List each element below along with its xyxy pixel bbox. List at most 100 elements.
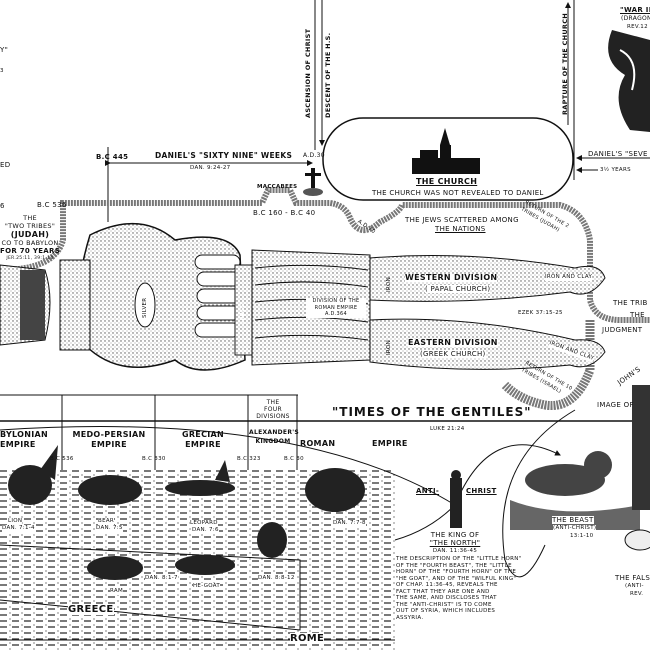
empire-line: BYLONIAN <box>0 430 49 439</box>
nations-label: THE NATIONS <box>435 225 486 233</box>
the-label: THE <box>630 311 645 319</box>
ram-ref: DAN. 8:1-7 <box>145 575 178 582</box>
left-fragment: 6 <box>0 202 5 210</box>
fourth-beast <box>305 468 365 512</box>
leopard-ref: DAN. 7:6 <box>192 527 219 534</box>
three-half-years-label: 3½ YEARS <box>600 167 631 173</box>
alexanders-kingdom-label: ALEXANDER'S KINGDOM <box>249 428 300 446</box>
rev-ref: REV.12 <box>627 24 648 30</box>
western-division-label: WESTERN DIVISION <box>405 273 498 282</box>
sixty-nine-weeks-label: DANIEL'S "SIXTY NINE" WEEKS <box>155 151 293 160</box>
description-line: OF CHAP. 11:36-45, REVEALS THE <box>396 582 498 588</box>
judah-captivity-note: THE "TWO TRIBES" (JUDAH) CO TO BABYLON F… <box>0 214 60 263</box>
fourth-beast-ref: DAN. 7:7-8 <box>333 520 366 527</box>
rapture-label: RAPTURE OF THE CHURCH <box>561 12 569 115</box>
dragon-label: (DRAGON <box>621 15 650 22</box>
ezek-ref: EZEK 37:15-25 <box>518 310 563 316</box>
seventieth-week-label: DANIEL'S "SEVE <box>588 150 648 158</box>
rome-label: ROME <box>290 633 325 644</box>
judah-line: CO TO BABYLON <box>1 239 59 247</box>
description-line: "HE GOAT", AND OF THE "WILFUL KING" <box>396 575 517 582</box>
judah-line: JER.25:11, 39:1-10 <box>6 256 54 261</box>
ram-beast <box>87 556 143 580</box>
he-goat-beast <box>175 555 235 575</box>
church-building-icon <box>412 128 480 174</box>
empire-line: EMPIRE <box>185 440 221 449</box>
judah-line: "TWO TRIBES" <box>4 222 56 230</box>
beast-silhouettes <box>8 445 365 580</box>
maccabees-label: MACCABEES <box>257 184 298 190</box>
war-in-heaven-label: "WAR IN <box>620 6 650 14</box>
empire-line: KINGDOM <box>255 438 291 445</box>
times-of-gentiles-title: "TIMES OF THE GENTILES" <box>332 405 532 419</box>
iron-east-label: IRON <box>386 339 392 355</box>
church-subtitle: THE CHURCH WAS NOT REVEALED TO DANIEL <box>372 189 544 197</box>
he-goat-label: HE-GOAT <box>193 583 221 590</box>
beast-ref: 13:1-10 <box>570 533 594 539</box>
judah-line: (JUDAH) <box>10 230 50 239</box>
tribes-label: THE TRIB <box>613 299 648 307</box>
false-prophet-sub: (ANTI- <box>625 583 644 589</box>
beast-antichrist-label: (ANTI-CHRIST) <box>553 525 597 532</box>
empire-line: MEDO-PERSIAN <box>72 430 146 439</box>
silver-label: SILVER <box>142 297 148 318</box>
bear-beast <box>78 475 142 505</box>
leopard-beast <box>165 480 235 496</box>
ad30-label: A.D.30 <box>303 152 325 159</box>
roman-label: ROMAN <box>300 439 336 448</box>
nebuchadnezzar-image <box>0 223 606 371</box>
judah-line: FOR 70 YEARS <box>0 247 61 255</box>
bc330-label: B.C 330 <box>142 456 166 462</box>
roman-division-note: DIVISION OF THE ROMAN EMPIRE A.D.364 <box>306 298 366 318</box>
judah-line: THE <box>23 214 37 222</box>
church-title: THE CHURCH <box>416 177 478 186</box>
bc536-empire: B.C 536 <box>50 456 74 462</box>
description-line: OF THE "FOURTH BEAST", THE "LITTLE <box>396 562 512 569</box>
empire-line: THE <box>266 399 280 406</box>
image-of-label: IMAGE OF <box>597 401 634 409</box>
beast-label: THE BEAST <box>552 516 594 524</box>
division-line: DIVISION OF THE <box>312 298 360 304</box>
he-goat-ref: DAN. 8:8-12 <box>258 575 295 582</box>
lion-ref: DAN. 7:1-4 <box>2 525 35 532</box>
scattered-label: THE JEWS SCATTERED AMONG <box>405 216 519 224</box>
antichrist-description: THE DESCRIPTION OF THE "LITTLE HORN" OF … <box>396 556 522 621</box>
empire-line: EMPIRE <box>0 440 36 449</box>
maccabees-dates: B.C 160 - B.C 40 <box>253 209 316 217</box>
division-line: ROMAN EMPIRE <box>314 304 358 311</box>
lion-beast <box>8 465 52 505</box>
empire-line: ALEXANDER'S <box>249 429 300 436</box>
roman-empire-label: EMPIRE <box>372 439 408 448</box>
eastern-division-label: EASTERN DIVISION <box>408 338 498 347</box>
image-of-beast-statue <box>632 385 650 510</box>
lion-label: LION <box>8 518 23 525</box>
description-line: THE "ANTI-CHRIST" IS TO COME <box>396 601 492 608</box>
leopard-label: LEOPARD <box>190 520 218 527</box>
bear-ref: DAN. 7:5 <box>96 525 123 532</box>
empire-line: EMPIRE <box>91 440 127 449</box>
papal-church-label: ( PAPAL CHURCH) <box>425 285 491 293</box>
false-prophet-ref: REV. <box>630 591 644 597</box>
false-prophet-lamb <box>624 529 650 551</box>
bc323-label: B.C 323 <box>237 456 261 462</box>
empire-line: DIVISIONS <box>256 413 290 420</box>
jewish-history-stream <box>0 187 650 323</box>
greece-label: GREECE <box>68 604 114 615</box>
judgment-label: JUDGMENT <box>602 326 643 334</box>
empire-line: GRECIAN <box>181 430 225 439</box>
bc445-label: B.C 445 <box>96 153 129 161</box>
division-line: A.D.364 <box>324 311 347 317</box>
ram-label: RAM <box>110 588 124 595</box>
gold-label: GOLD <box>4 300 10 318</box>
christ-label: CHRIST <box>466 487 497 495</box>
left-fragment: ED <box>0 161 11 169</box>
descent-label: DESCENT OF THE H.S. <box>324 32 332 118</box>
empire-line: FOUR <box>264 406 282 413</box>
description-line: HORN" OF THE "FOURTH HORN" OF THE <box>396 569 517 575</box>
left-fragment: Y" <box>0 46 9 54</box>
